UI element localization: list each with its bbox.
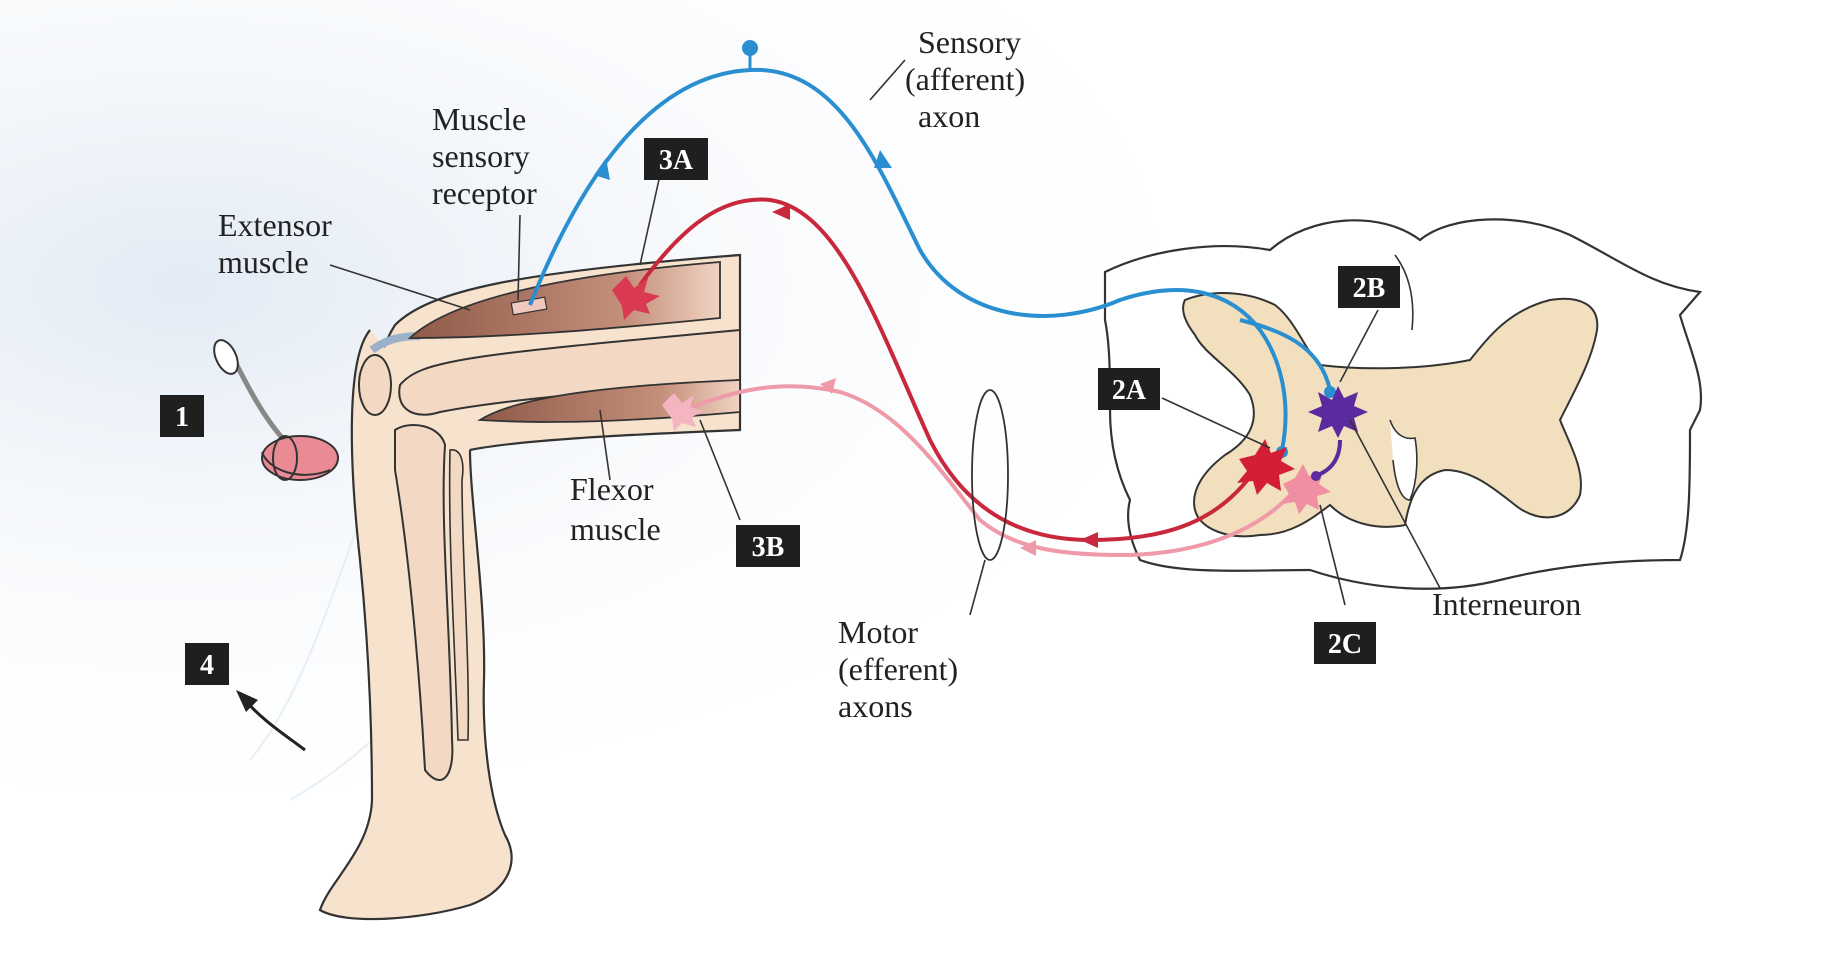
tag-2a: 2A [1098,368,1160,410]
label-motor-line1: Motor [838,614,918,650]
tag-2c: 2C [1314,622,1376,664]
label-flexor-line1: Flexor [570,471,654,507]
tag-4-text: 4 [200,650,214,681]
tag-2a-text: 2A [1112,375,1147,406]
tag-3a: 3A [644,138,708,180]
tag-3b-text: 3B [752,532,785,563]
tag-2b: 2B [1338,266,1400,308]
tag-2b-text: 2B [1353,273,1386,304]
tag-2c-text: 2C [1328,629,1362,660]
tag-1-text: 1 [175,402,189,433]
interneuron-terminal [1311,471,1321,481]
label-flexor-line2: muscle [570,511,661,547]
patella [359,355,391,415]
label-muscle-sensory-receptor: Muscle sensory receptor [432,101,538,211]
sensory-cell-body [742,40,758,56]
label-receptor-line3: receptor [432,175,537,211]
label-receptor-line2: sensory [432,138,530,174]
tag-1: 1 [160,395,204,437]
label-motor-line2: (efferent) [838,651,958,687]
label-receptor-line1: Muscle [432,101,526,137]
label-sensory-line3: axon [918,98,980,134]
tag-3b: 3B [736,525,800,567]
label-interneuron: Interneuron [1432,586,1581,622]
label-motor-line3: axons [838,688,913,724]
label-extensor-line1: Extensor [218,207,332,243]
tag-3a-text: 3A [659,145,694,176]
label-extensor-line2: muscle [218,244,309,280]
label-sensory-line2: (afferent) [905,61,1025,97]
tag-4: 4 [185,643,229,685]
spinal-cord [1105,219,1701,588]
label-sensory-line1: Sensory [918,24,1021,60]
